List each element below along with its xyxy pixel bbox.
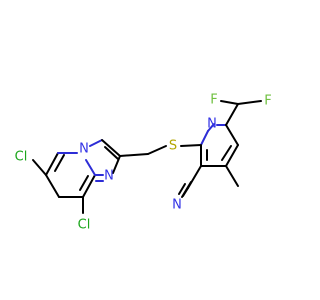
atom-f-left: F <box>210 93 217 108</box>
atom-labels: Cl Cl N N S N F F N <box>15 93 272 233</box>
bond <box>45 174 60 198</box>
atom-n-imid: N <box>104 169 114 184</box>
bond <box>89 139 103 147</box>
molecule-structure: Cl Cl N N S N F F N <box>15 93 272 233</box>
atom-f-right: F <box>264 94 271 109</box>
atom-cl-top: Cl <box>15 150 28 165</box>
atom-n-nitrile: N <box>172 198 182 213</box>
bond <box>147 145 167 155</box>
bond <box>200 130 209 146</box>
bond <box>225 124 239 146</box>
atom-n-pyridine: N <box>207 117 217 132</box>
bond <box>180 144 202 147</box>
bond <box>112 155 121 174</box>
bond <box>182 187 189 197</box>
bond <box>225 165 239 187</box>
bond <box>119 153 149 157</box>
bond <box>178 183 186 195</box>
bond <box>220 100 239 105</box>
atom-s: S <box>169 139 177 154</box>
bond-layer <box>32 100 262 214</box>
bond <box>225 144 239 167</box>
bond <box>104 146 119 160</box>
atom-cl-bottom: Cl <box>78 218 91 233</box>
bond <box>45 152 59 176</box>
bond <box>225 103 239 126</box>
bond <box>207 123 215 132</box>
bond <box>237 100 262 105</box>
bond <box>79 175 89 191</box>
bond <box>54 154 65 172</box>
atom-n-bridge: N <box>79 142 89 157</box>
bond <box>101 139 121 157</box>
bond <box>221 145 232 161</box>
bond <box>32 159 47 176</box>
bond <box>82 174 96 198</box>
bond <box>85 159 96 176</box>
